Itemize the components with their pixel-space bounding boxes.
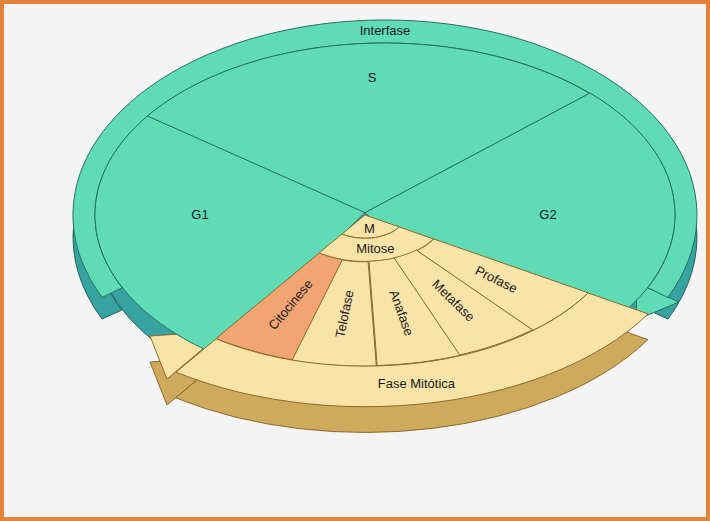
phase-label: Fase Mitótica <box>378 377 455 391</box>
phase-label: G2 <box>539 208 556 222</box>
phase-label: M <box>364 222 375 236</box>
phase-sector: Telofase <box>290 258 378 368</box>
shape-fill <box>176 293 648 407</box>
phase-label: Interfase <box>360 24 411 38</box>
phase-band: Fase Mitótica <box>174 291 650 409</box>
phase-label: G1 <box>191 208 208 222</box>
shape-fill <box>292 260 376 366</box>
shape-outline <box>290 258 378 368</box>
phase-label: Mitose <box>356 242 394 256</box>
phase-label: S <box>368 71 377 85</box>
